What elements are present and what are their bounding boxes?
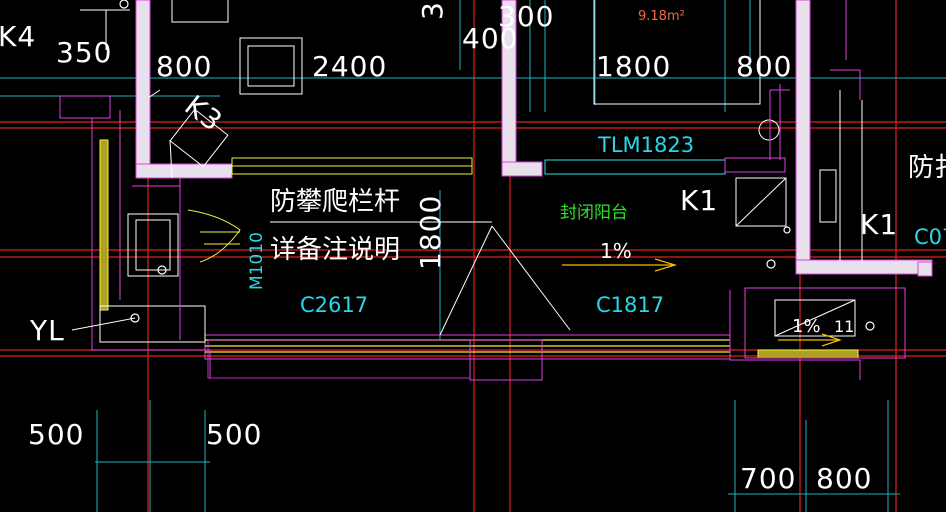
walls (135, 0, 933, 277)
label-closed-balcony: 封闭阳台 (560, 203, 628, 223)
slope-box-label: 11 (834, 317, 854, 336)
dim-300: 300 (498, 0, 554, 33)
dim-500-right: 500 (206, 418, 262, 451)
dim-800-left: 800 (156, 50, 212, 83)
dim-700: 700 (740, 462, 796, 495)
room-area: 9.18m² (638, 9, 685, 24)
label-k4: K4 (0, 20, 36, 53)
label-k1-a: K1 (680, 184, 718, 217)
dim-350: 350 (56, 36, 112, 69)
label-c1817: C1817 (596, 293, 664, 317)
yl-leader (71, 317, 136, 331)
slope-label-2: 1% (792, 316, 821, 337)
label-c2617: C2617 (300, 293, 368, 317)
slope-arrows (562, 258, 842, 347)
magenta-detail (119, 0, 861, 340)
dim-350-vertical: 350 (416, 0, 449, 20)
dim-1800-vertical: 1800 (414, 195, 447, 270)
note-railing: 防攀爬栏杆 (270, 187, 400, 217)
label-fang-partial: 防扌 (908, 153, 946, 183)
label-yl: YL (29, 314, 65, 347)
label-tlm1823: TLM1823 (597, 133, 694, 157)
dim-1800-top: 1800 (596, 50, 671, 83)
label-c0-partial: C07 (914, 225, 946, 249)
label-k1-b: K1 (860, 208, 898, 241)
dim-500-left: 500 (28, 418, 84, 451)
slope-label-1: 1% (600, 239, 632, 263)
door-swing (187, 209, 241, 263)
window-rails (59, 95, 906, 381)
dim-2400: 2400 (312, 50, 387, 83)
dim-800-right: 800 (736, 50, 792, 83)
detail-lines (80, 0, 863, 343)
dim-800-bottom: 800 (816, 462, 872, 495)
dim-400: 400 (462, 22, 518, 55)
note-see-remarks: 详备注说明 (270, 235, 400, 265)
drain-symbols (119, 0, 875, 331)
label-m1010: M1010 (247, 232, 267, 290)
